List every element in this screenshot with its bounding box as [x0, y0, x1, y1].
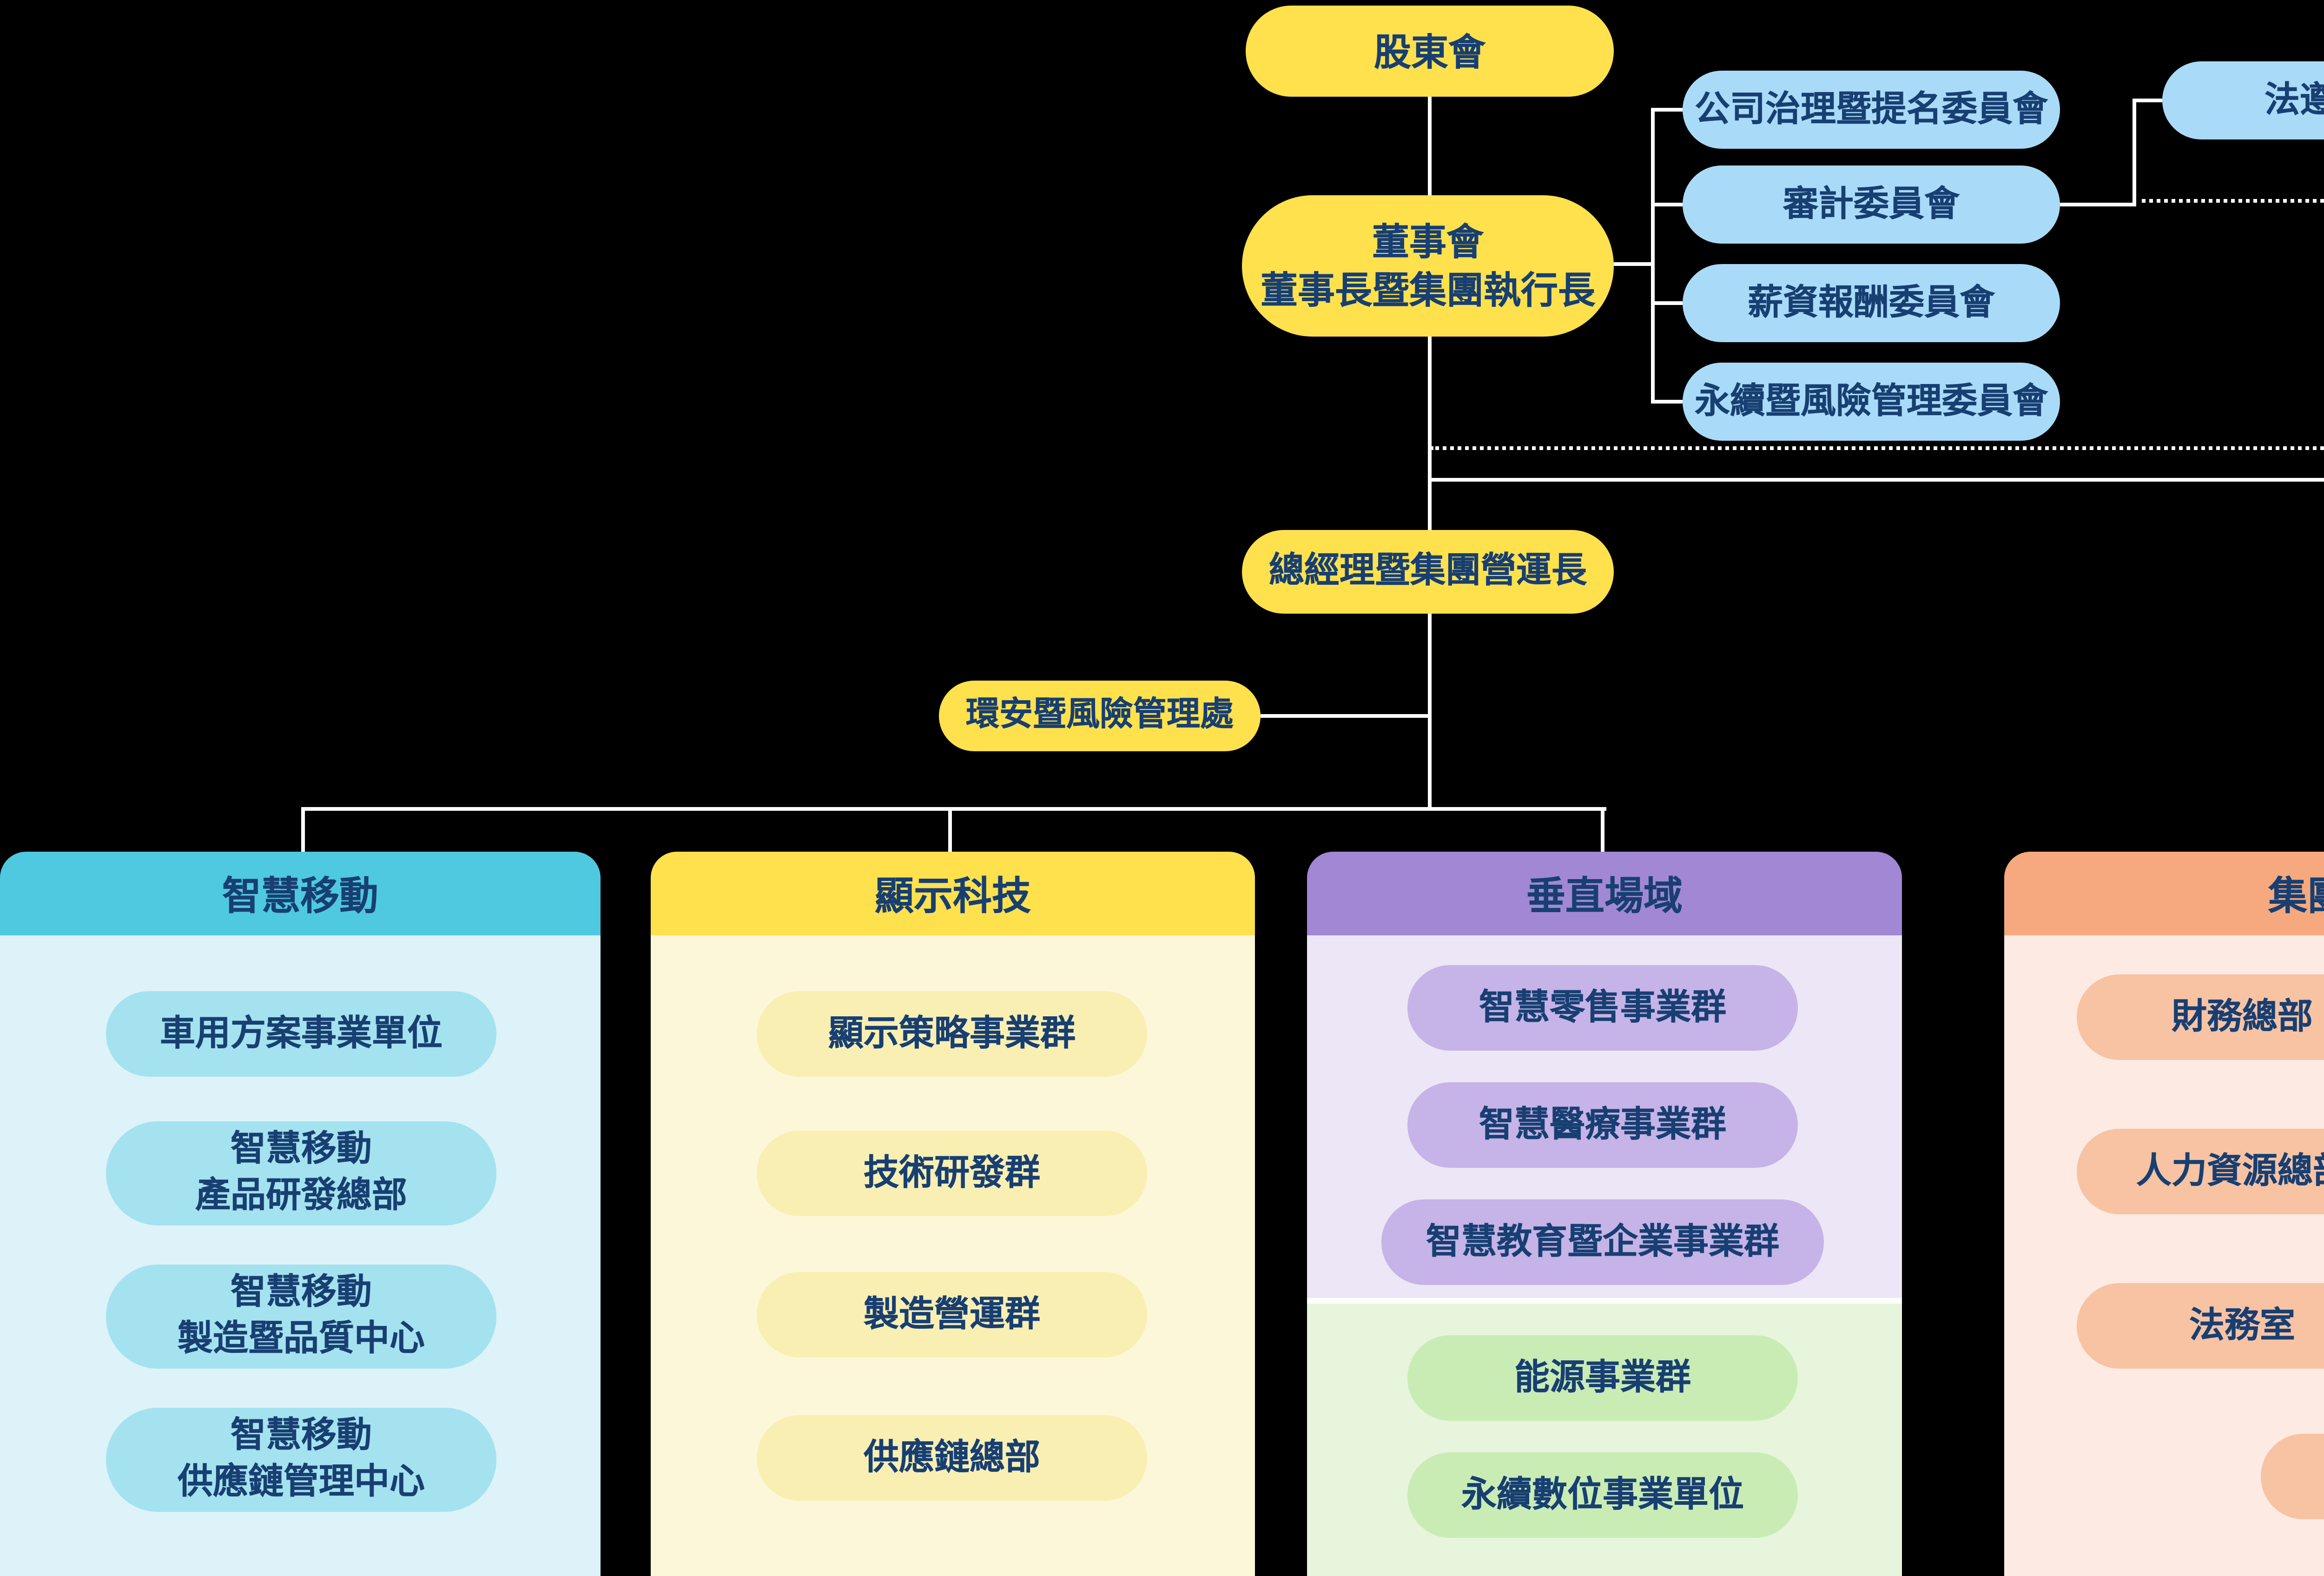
connector-audit-compliance-h1: [2060, 203, 2136, 206]
dotted-audit-right-edge: [2133, 199, 2324, 203]
connector-drop-smart-mobility: [301, 807, 305, 852]
connector-drop-vertical-domains: [1601, 807, 1604, 852]
node-legal-office: 法務室: [2077, 1283, 2324, 1369]
node-ehs-risk-office: 環安暨風險管理處: [939, 681, 1261, 751]
node-internal-audit-office: 稽核管理處: [2261, 1434, 2324, 1519]
connector-divisions-bus: [303, 807, 1606, 811]
connector-audit-compliance-h2: [2133, 99, 2162, 102]
connector-committees-trunk: [1651, 108, 1655, 404]
node-sm-product-rd: 智慧移動 產品研發總部: [106, 1121, 496, 1225]
node-finance-hq: 財務總部: [2077, 974, 2324, 1060]
node-shareholders: 股東會: [1246, 6, 1614, 97]
node-smart-retail-bg: 智慧零售事業群: [1407, 965, 1798, 1051]
node-manufacturing-ops-group: 製造營運群: [757, 1272, 1147, 1357]
smart-mobility-header: 智慧移動: [0, 852, 601, 935]
node-automotive-solutions: 車用方案事業單位: [106, 991, 496, 1077]
connector-board-committees-stub: [1614, 262, 1653, 266]
connector-committee-4: [1651, 400, 1683, 404]
node-sm-manufacturing-quality: 智慧移動 製造暨品質中心: [106, 1265, 496, 1369]
node-smart-medical-bg: 智慧醫療事業群: [1407, 1082, 1798, 1168]
connector-shareholders-board: [1428, 97, 1432, 195]
connector-committee-1: [1651, 108, 1683, 112]
node-board-chairman: 董事會 董事長暨集團執行長: [1242, 195, 1614, 337]
node-display-strategy-bg: 顯示策略事業群: [757, 991, 1147, 1077]
vertical-domains-separator-line: [1307, 1298, 1902, 1304]
node-supply-chain-hq: 供應鏈總部: [757, 1415, 1147, 1501]
node-committee-sustainability-risk: 永續暨風險管理委員會: [1683, 363, 2060, 441]
connector-ehs-trunk: [1261, 714, 1430, 718]
display-tech-header: 顯示科技: [651, 852, 1255, 935]
node-committee-compensation: 薪資報酬委員會: [1683, 264, 2060, 342]
node-committee-audit: 審計委員會: [1683, 166, 2060, 244]
node-president-coo: 總經理暨集團營運長: [1242, 530, 1614, 614]
node-compliance-advisor: 法遵總顧問: [2162, 61, 2324, 139]
connector-committee-3: [1651, 301, 1683, 305]
node-sm-supply-chain: 智慧移動 供應鏈管理中心: [106, 1408, 496, 1512]
node-smart-education-enterprise-bg: 智慧教育暨企業事業群: [1381, 1199, 1824, 1285]
connector-audit-compliance-v: [2133, 99, 2136, 206]
group-support-header: 集團營運支援單位: [2004, 852, 2324, 935]
vertical-domains-header: 垂直場域: [1307, 852, 1902, 935]
connector-board-president: [1428, 335, 1432, 532]
connector-committee-2: [1651, 203, 1683, 206]
node-hr-hq: 人力資源總部: [2077, 1129, 2324, 1214]
dotted-compliance-to-trunk: [1430, 446, 2324, 450]
connector-president-down: [1428, 614, 1432, 811]
node-committee-governance-nomination: 公司治理暨提名委員會: [1683, 71, 2060, 149]
node-sustainable-digital-bu: 永續數位事業單位: [1407, 1452, 1798, 1538]
connector-drop-display-tech: [948, 807, 952, 852]
connector-trunk-support-h: [1428, 478, 2324, 482]
node-technology-rd-group: 技術研發群: [757, 1131, 1147, 1216]
node-energy-bg: 能源事業群: [1407, 1335, 1798, 1421]
